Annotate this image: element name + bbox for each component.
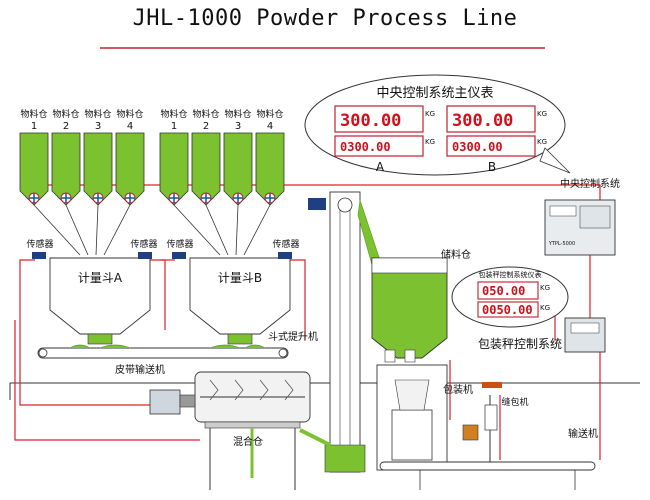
- weigh-hopper-a: 计量斗A 传感器 传感器: [26, 238, 158, 345]
- svg-text:传感器: 传感器: [272, 238, 299, 250]
- svg-text:3: 3: [95, 121, 101, 132]
- mixer: 混合仓: [149, 371, 311, 490]
- svg-text:斗式提升机: 斗式提升机: [268, 330, 318, 343]
- svg-text:输送机: 输送机: [568, 427, 598, 440]
- svg-text:4: 4: [267, 121, 273, 132]
- svg-text:物料仓: 物料仓: [192, 108, 219, 120]
- silo-labels: 物料仓 物料仓 物料仓 物料仓 物料仓 物料仓 物料仓 物料仓 1 2 3 4 …: [20, 108, 283, 132]
- silo-group-right: [159, 132, 285, 256]
- svg-text:包装秤控制系统: 包装秤控制系统: [478, 337, 562, 351]
- svg-text:储料仓: 储料仓: [441, 248, 471, 261]
- weigh-hopper-b: 计量斗B 传感器 传感器: [166, 238, 300, 345]
- svg-text:混合仓: 混合仓: [233, 435, 263, 448]
- svg-text:1: 1: [31, 121, 37, 132]
- belt-conveyor: 皮带输送机: [37, 344, 289, 376]
- svg-text:KG: KG: [537, 110, 547, 118]
- svg-text:YTPL-5000: YTPL-5000: [548, 241, 575, 247]
- svg-text:0050.00: 0050.00: [482, 303, 533, 317]
- svg-text:2: 2: [63, 121, 69, 132]
- svg-text:中央控制系统主仪表: 中央控制系统主仪表: [376, 86, 493, 101]
- svg-text:包装机: 包装机: [443, 383, 473, 396]
- svg-text:1: 1: [171, 121, 177, 132]
- svg-text:B: B: [488, 160, 496, 174]
- diagram-title: JHL-1000 Powder Process Line: [132, 6, 518, 31]
- svg-text:皮带输送机: 皮带输送机: [115, 363, 165, 376]
- svg-text:KG: KG: [537, 138, 547, 146]
- svg-text:物料仓: 物料仓: [52, 108, 79, 120]
- svg-text:传感器: 传感器: [166, 238, 193, 250]
- output-conveyor: 输送机: [379, 427, 598, 490]
- svg-text:传感器: 传感器: [26, 238, 53, 250]
- svg-text:KG: KG: [540, 284, 550, 292]
- svg-text:0300.00: 0300.00: [340, 140, 391, 154]
- bucket-elevator: 斗式提升机: [268, 191, 381, 473]
- svg-text:KG: KG: [540, 304, 550, 312]
- svg-text:KG: KG: [425, 138, 435, 146]
- svg-text:300.00: 300.00: [452, 111, 513, 131]
- svg-text:3: 3: [235, 121, 241, 132]
- central-control-cabinet: 中央控制系统 YTPL-5000: [544, 177, 620, 256]
- svg-text:050.00: 050.00: [482, 284, 525, 298]
- svg-text:0300.00: 0300.00: [452, 140, 503, 154]
- svg-text:物料仓: 物料仓: [256, 108, 283, 120]
- svg-text:缝包机: 缝包机: [501, 396, 528, 408]
- packing-control-panel: 包装秤控制系统仪表 050.00 KG 0050.00 KG: [451, 266, 569, 328]
- svg-text:2: 2: [203, 121, 209, 132]
- svg-text:KG: KG: [425, 110, 435, 118]
- svg-text:计量斗A: 计量斗A: [78, 271, 123, 285]
- svg-text:包装秤控制系统仪表: 包装秤控制系统仪表: [479, 270, 542, 279]
- silo-group-left: [19, 132, 145, 256]
- svg-text:物料仓: 物料仓: [116, 108, 143, 120]
- packing-control-box: 包装秤控制系统: [478, 317, 606, 353]
- svg-text:A: A: [376, 160, 385, 174]
- svg-text:4: 4: [127, 121, 133, 132]
- svg-text:中央控制系统: 中央控制系统: [560, 177, 620, 190]
- svg-text:300.00: 300.00: [340, 111, 401, 131]
- bag-sewing-machine: 缝包机: [482, 382, 529, 465]
- svg-text:物料仓: 物料仓: [224, 108, 251, 120]
- svg-text:物料仓: 物料仓: [20, 108, 47, 120]
- svg-text:传感器: 传感器: [130, 238, 157, 250]
- svg-text:物料仓: 物料仓: [160, 108, 187, 120]
- svg-text:计量斗B: 计量斗B: [218, 271, 262, 285]
- packing-machine: 包装机: [376, 364, 479, 471]
- storage-bin: 储料仓: [371, 248, 471, 363]
- svg-text:物料仓: 物料仓: [84, 108, 111, 120]
- main-control-panel: 中央控制系统主仪表 300.00 KG 0300.00 KG 300.00 KG…: [304, 74, 571, 176]
